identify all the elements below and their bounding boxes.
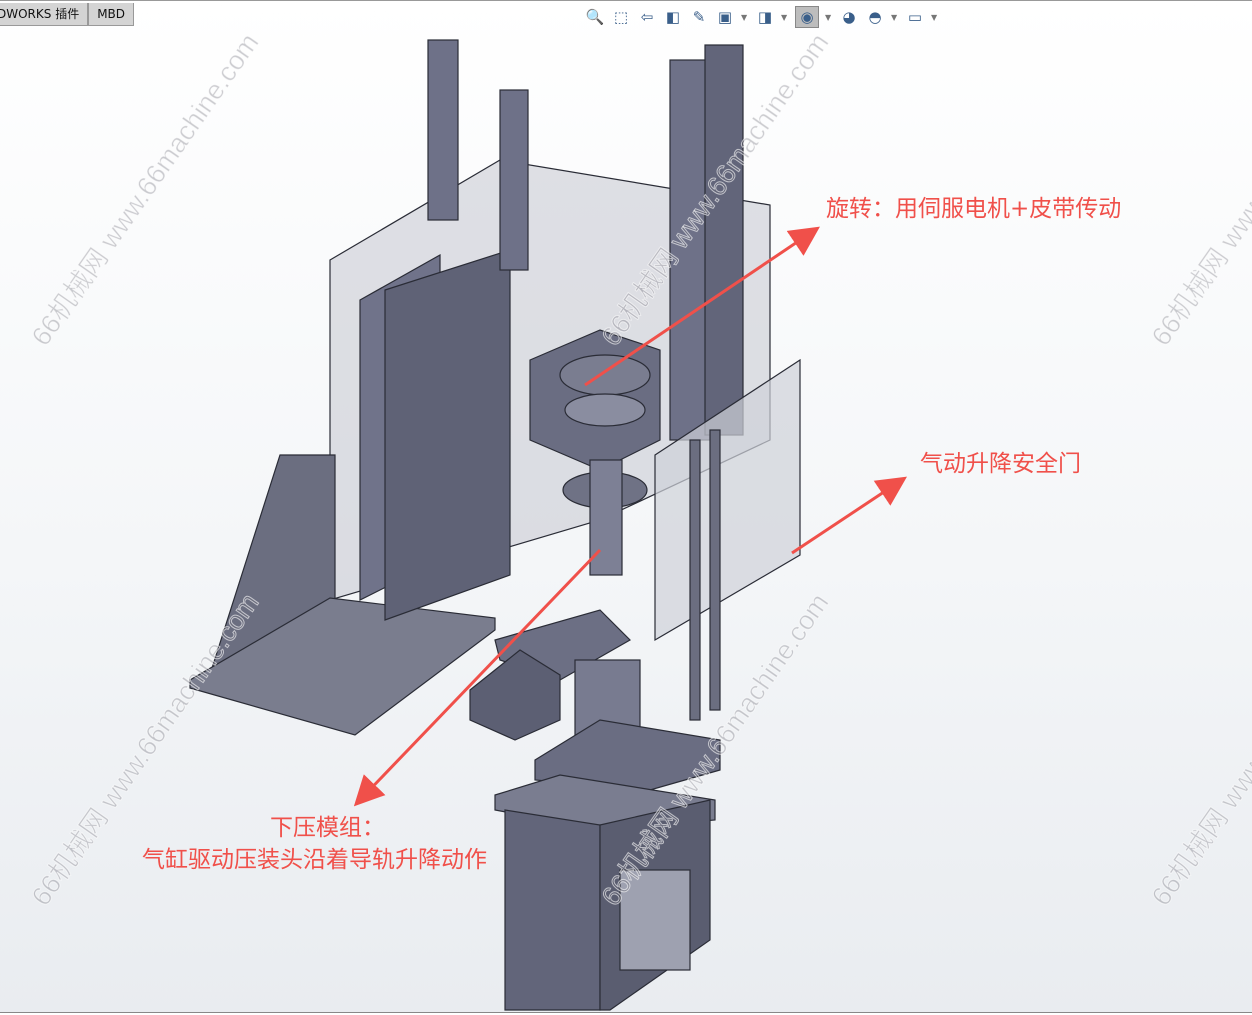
view-orientation-icon[interactable]: ▣ (717, 8, 733, 26)
chevron-down-icon[interactable]: ▼ (931, 12, 938, 22)
cylinder-middle (499, 89, 529, 271)
display-style-icon[interactable]: ◨ (757, 8, 773, 26)
rotation-annotation: 旋转：用伺服电机+皮带传动 (826, 196, 1122, 222)
slide-rail-assembly (384, 249, 511, 621)
press-annotation-title: 下压模组： (270, 815, 385, 841)
door-arrow (791, 476, 907, 555)
zoom-to-fit-icon[interactable]: 🔍 (585, 8, 605, 26)
zoom-to-area-icon[interactable]: ⬚ (613, 8, 629, 26)
pulley (559, 354, 651, 396)
dynamic-annotation-icon[interactable]: ✎ (692, 8, 706, 26)
rotation-arrow (584, 226, 820, 387)
press-shaft (589, 459, 623, 576)
fixture-block (469, 649, 561, 741)
heads-up-view-toolbar: 🔍 ⬚ ⇦ ◧ ✎ ▣ ▼ ◨ ▼ ◉ ▼ ◕ ◓ ▼ ▭ ▼ (585, 6, 939, 28)
lower-stand (504, 809, 601, 1011)
door-annotation: 气动升降安全门 (920, 451, 1081, 477)
previous-view-icon[interactable]: ⇦ (640, 8, 654, 26)
door-guide-rod (689, 439, 701, 721)
press-arrow (353, 548, 602, 807)
stand-window (619, 869, 691, 971)
hide-show-items-icon[interactable]: ◉ (795, 6, 819, 28)
view-settings-icon[interactable]: ▭ (907, 8, 923, 26)
press-annotation-desc: 气缸驱动压装头沿着导轨升降动作 (142, 847, 487, 873)
door-guide-rod-2 (709, 429, 721, 711)
cylinder-left (427, 39, 459, 221)
viewport-bottom-border (0, 1012, 1252, 1015)
tab-solidworks-addins[interactable]: DWORKS 插件 (0, 3, 89, 26)
apply-scene-icon[interactable]: ◓ (868, 8, 882, 26)
command-manager-tabs: DWORKS 插件 MBD (0, 3, 135, 26)
section-view-icon[interactable]: ◧ (665, 8, 681, 26)
cylinder-right (669, 59, 711, 441)
fixture-base (534, 719, 721, 791)
chevron-down-icon[interactable]: ▼ (781, 12, 788, 22)
window-top-border (0, 0, 1252, 3)
tab-mbd[interactable]: MBD (88, 3, 135, 26)
base-plate (189, 597, 496, 736)
chevron-down-icon[interactable]: ▼ (741, 12, 748, 22)
bearing (564, 393, 646, 427)
cylinder-right-2 (704, 44, 744, 436)
chevron-down-icon[interactable]: ▼ (825, 12, 832, 22)
edit-appearance-icon[interactable]: ◕ (842, 8, 856, 26)
chevron-down-icon[interactable]: ▼ (891, 12, 898, 22)
